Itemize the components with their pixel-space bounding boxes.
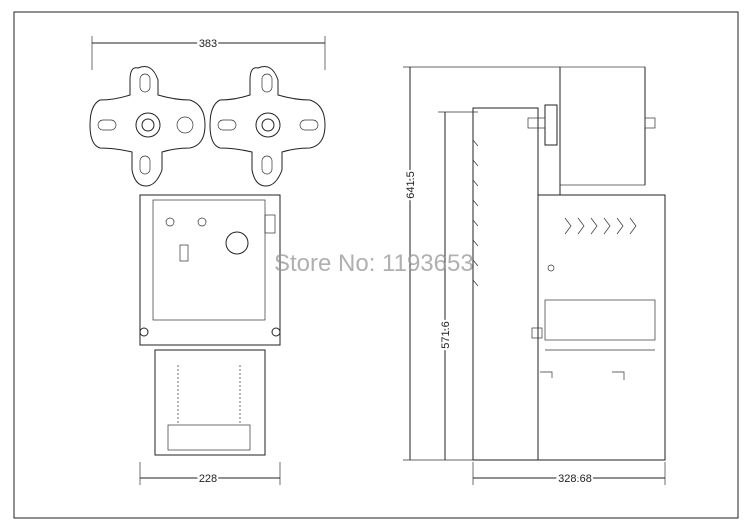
dimension-328-68: 328.68	[558, 473, 592, 485]
front-body-upper	[139, 194, 281, 346]
front-view: 383 228	[89, 36, 326, 487]
store-watermark: Store No: 1193653	[274, 250, 474, 277]
front-body-lower	[154, 349, 266, 456]
drawing-frame	[13, 11, 739, 519]
dimension-383: 383	[199, 38, 217, 50]
dimension-228: 228	[199, 473, 217, 485]
sealing-plate-right	[209, 66, 326, 187]
side-body-front	[537, 194, 666, 461]
side-view: 641.5 571.6 328.68	[403, 66, 666, 487]
film-spool	[559, 66, 646, 186]
sealing-plate-left	[89, 66, 206, 187]
dimension-641-5: 641.5	[405, 171, 417, 199]
dimension-571-6: 571.6	[440, 321, 452, 349]
side-body-back	[472, 107, 539, 461]
